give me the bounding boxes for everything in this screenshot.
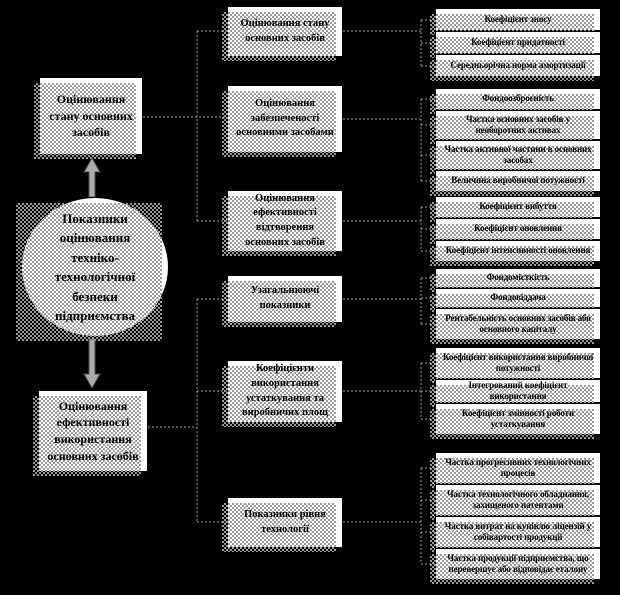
- connector-group-3: [343, 206, 435, 252]
- indicator-node: Рентабельність основних засобів або осно…: [430, 308, 601, 344]
- category-node-4: Узагальнюючі показники: [222, 275, 343, 327]
- indicator-label: Рентабельність основних засобів або осно…: [445, 312, 591, 334]
- category-label: Оцінювання забезпеченості основними засо…: [236, 97, 334, 139]
- indicator-node: Фондовіддача: [430, 288, 601, 312]
- indicator-label: Коефіцієнт інтенсивності оновлення: [445, 245, 591, 256]
- indicator-node: Частка продукції підприємства, що переве…: [430, 548, 601, 584]
- category-label: Коефіцієнти використання устаткування та…: [241, 363, 329, 419]
- category-node-5: Коефіцієнти використання устаткування та…: [222, 360, 343, 427]
- branch-node-state: Оцінювання стану основних засобів: [34, 77, 143, 159]
- connector-group-2: [343, 98, 435, 182]
- indicator-node: Фондоозброєність: [430, 88, 601, 114]
- indicator-label: Частка технологічного обладнання, захище…: [447, 488, 589, 510]
- indicator-label: Частка продукції підприємства, що переве…: [447, 552, 589, 574]
- indicator-label: Середньорічна норма амортизації: [450, 59, 586, 70]
- indicator-node: Коефіцієнт інтенсивності оновлення: [430, 240, 601, 266]
- category-node-2: Оцінювання забезпеченості основними засо…: [222, 85, 343, 157]
- indicator-label: Коефіцієнт зносу: [484, 13, 552, 24]
- indicator-label: Частка активної частини в основних засоб…: [444, 143, 592, 165]
- indicator-node: Частка основних засобів у необоротних ак…: [430, 110, 601, 144]
- category-label: Узагальнюючі показники: [250, 285, 320, 311]
- indicator-node: Коефіцієнт змінності роботи устаткування: [430, 403, 601, 439]
- indicator-node: Величина виробничої потужності: [430, 170, 601, 196]
- category-node-3: Оцінювання ефективності відтворення осно…: [222, 190, 343, 256]
- indicator-node: Частка технологічного обладнання, захище…: [430, 484, 601, 520]
- category-node-1: Оцінювання стану основних засобів: [222, 6, 343, 61]
- category-node-6: Показники рівня технології: [222, 497, 343, 552]
- connector-group-6: [343, 467, 435, 565]
- indicator-label: Коефіцієнт змінності роботи устаткування: [461, 407, 575, 429]
- indicator-node: Частка витрат на купівлю ліцензій у собі…: [430, 516, 601, 552]
- indicator-node: Коефіцієнт зносу: [430, 8, 601, 35]
- indicator-label: Частка витрат на купівлю ліцензій у собі…: [444, 520, 592, 542]
- arrow-up-icon: [83, 156, 101, 198]
- indicator-label: Коефіцієнт придатності: [471, 36, 565, 47]
- indicator-node: Середньорічна норма амортизації: [430, 54, 601, 81]
- indicator-node: Коефіцієнт оновлення: [430, 218, 601, 244]
- indicator-label: Фондовіддача: [490, 292, 546, 303]
- connector-branch-top: [143, 30, 227, 222]
- branch-label: Оцінювання стану основних засобів: [49, 92, 133, 140]
- indicator-node: Коефіцієнт використання виробничої потуж…: [430, 347, 601, 383]
- indicator-node: Частка активної частини в основних засоб…: [430, 140, 601, 174]
- hub-label: Показники оцінювання техніко-технологічн…: [54, 210, 136, 324]
- connector-group-1: [343, 19, 435, 67]
- connector-group-4: [343, 277, 435, 325]
- connector-branch-bottom: [148, 298, 227, 523]
- hub-node: Показники оцінювання техніко-технологічн…: [16, 197, 169, 341]
- indicator-label: Коефіцієнт використання виробничої потуж…: [442, 351, 594, 373]
- indicator-label: Коефіцієнт вибуття: [479, 201, 557, 212]
- indicator-node: Коефіцієнт вибуття: [430, 196, 601, 222]
- category-label: Показники рівня технології: [244, 508, 326, 535]
- indicator-label: Величина виробничої потужності: [451, 175, 585, 186]
- indicator-label: Частка прогресивних технологічних процес…: [445, 456, 591, 478]
- indicator-label: Коефіцієнт оновлення: [474, 223, 562, 234]
- branch-label: Оцінювання ефективності використання осн…: [47, 398, 139, 463]
- indicator-label: Частка основних засобів у необоротних ак…: [466, 113, 570, 135]
- indicator-label: Фондомісткість: [486, 272, 550, 283]
- arrow-down-icon: [83, 338, 101, 390]
- indicator-node: Фондомісткість: [430, 268, 601, 292]
- indicator-node: Коефіцієнт придатності: [430, 31, 601, 58]
- branch-node-efficiency: Оцінювання ефективності використання осн…: [33, 390, 148, 476]
- indicator-node: Інтегрований коефіцієнт використання: [430, 379, 601, 407]
- category-label: Оцінювання ефективності відтворення осно…: [245, 192, 325, 248]
- indicator-node: Частка прогресивних технологічних процес…: [430, 452, 601, 488]
- indicator-label: Фондоозброєність: [482, 93, 554, 104]
- category-label: Оцінювання стану основних засобів: [240, 17, 330, 44]
- indicator-label: Інтегрований коефіцієнт використання: [468, 379, 568, 401]
- connector-group-5: [343, 362, 435, 420]
